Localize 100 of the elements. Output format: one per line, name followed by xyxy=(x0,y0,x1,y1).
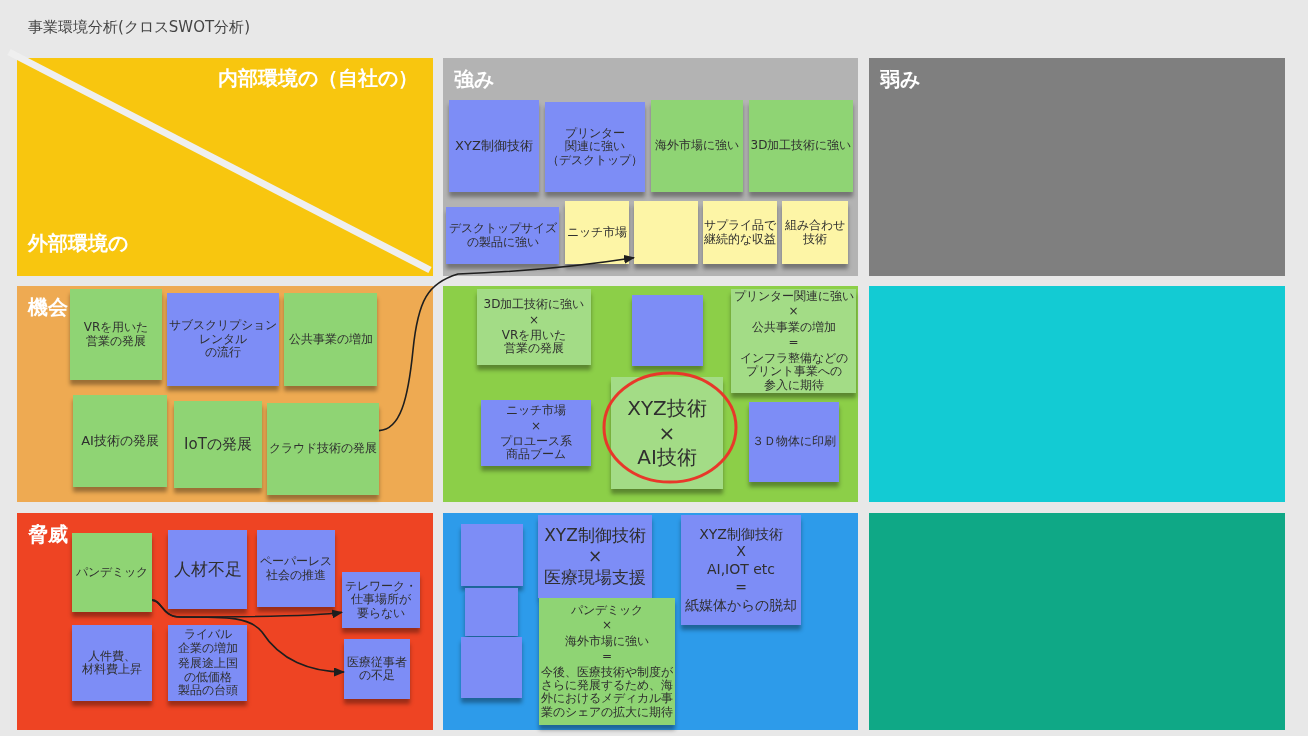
note-text: = xyxy=(735,579,747,596)
quadrant-panel xyxy=(869,513,1285,730)
quadrant-panel xyxy=(17,286,433,502)
note-text: 医療従事者の不足 xyxy=(347,655,407,683)
note-text: パンデミック xyxy=(571,603,643,618)
panel-title: 脅威 xyxy=(28,522,68,547)
note-text: プロユース系商品ブーム xyxy=(500,435,572,462)
sticky-note xyxy=(565,201,629,264)
note-text: X xyxy=(736,544,746,561)
note-text: パンデミック xyxy=(76,565,148,580)
note-text: VRを用いた営業の発展 xyxy=(83,321,149,348)
sticky-note xyxy=(545,102,645,192)
axis-label: 内部環境の（自社の） xyxy=(218,66,418,91)
sticky-note xyxy=(174,401,262,488)
sticky-note xyxy=(477,289,591,365)
sticky-note xyxy=(731,289,856,393)
note-text: 発展途上国の低価格製品の台頭 xyxy=(177,657,238,698)
sticky-note xyxy=(749,100,853,192)
axis-label: 外部環境の xyxy=(28,231,128,256)
sticky-note xyxy=(461,637,522,698)
sticky-note xyxy=(634,201,698,264)
note-text: 今後、医療技術や制度がさらに発展するため、海外におけるメディカル事業のシェアの拡大に期待 xyxy=(540,665,674,720)
note-text: IoTの発展 xyxy=(184,436,252,453)
note-text: サブスクリプションレンタルの流行 xyxy=(169,319,277,360)
sticky-note xyxy=(73,395,167,487)
sticky-note xyxy=(342,572,420,628)
note-text: XYZ技術 xyxy=(627,397,707,420)
quadrant-panel xyxy=(869,58,1285,276)
note-text: プリンター関連に強い（デスクトップ） xyxy=(547,126,643,168)
note-text: = xyxy=(788,336,799,350)
sticky-note xyxy=(703,201,777,264)
note-text: 公共事業の増加 xyxy=(288,332,373,347)
note-text: 海外市場に強い xyxy=(565,634,649,649)
note-text: VRを用いた営業の発展 xyxy=(501,329,567,356)
sticky-note xyxy=(611,377,723,489)
connector-arrow xyxy=(378,254,635,432)
note-text: ペーパーレス社会の推進 xyxy=(260,555,332,582)
note-text: 3D加工技術に強い xyxy=(483,298,585,312)
note-text: プリンター関連に強い xyxy=(733,289,854,304)
note-text: ライバル企業の増加 xyxy=(177,628,238,656)
note-text: × xyxy=(601,619,613,633)
note-text: インフラ整備などのプリント事業への参入に期待 xyxy=(739,351,848,393)
sticky-note xyxy=(70,289,162,380)
sticky-note xyxy=(749,402,839,482)
note-text: ニッチ市場 xyxy=(506,404,566,418)
note-text: ３Ｄ物体に印刷 xyxy=(752,435,836,449)
quadrant-panel xyxy=(869,286,1285,502)
note-text: XYZ制御技術 xyxy=(455,138,533,154)
sticky-note xyxy=(446,207,559,264)
sticky-note xyxy=(449,100,539,192)
sticky-note xyxy=(167,293,279,386)
note-text: 人件費、材料費上昇 xyxy=(82,649,142,677)
note-text: × xyxy=(658,421,676,445)
note-text: 3D加工技術に強い xyxy=(750,139,852,153)
note-text: 紙媒体からの脱却 xyxy=(685,597,797,614)
note-text: クラウド技術の発展 xyxy=(269,442,377,456)
note-text: 公共事業の増加 xyxy=(751,320,836,335)
sticky-note xyxy=(284,293,377,386)
note-text: テレワーク・仕事場所が要らない xyxy=(345,579,417,621)
quadrant-panel xyxy=(443,58,858,276)
sticky-note xyxy=(681,515,801,625)
page-title: 事業環境分析(クロスSWOT分析) xyxy=(28,17,251,38)
note-text: 人材不足 xyxy=(173,560,242,579)
note-text: XYZ制御技術 xyxy=(699,526,783,543)
panel-title: 弱み xyxy=(880,67,920,92)
panel-title: 強み xyxy=(454,67,494,92)
sticky-note xyxy=(257,530,335,607)
note-text: 海外市場に強い xyxy=(655,139,739,153)
sticky-note xyxy=(72,533,152,612)
note-text: サプライ品で継続的な収益 xyxy=(704,219,776,246)
panel-title: 機会 xyxy=(28,295,68,320)
note-text: × xyxy=(587,547,603,566)
quadrant-panel xyxy=(443,286,858,502)
sticky-note xyxy=(539,598,675,725)
sticky-note xyxy=(651,100,743,192)
sticky-note xyxy=(267,403,379,495)
note-text: = xyxy=(601,650,613,664)
note-text: 組み合わせ技術 xyxy=(785,219,845,246)
quadrant-panel xyxy=(443,513,858,730)
note-text: 医療現場支援 xyxy=(544,568,646,588)
connector-arrow xyxy=(151,599,345,677)
quadrant-panel xyxy=(17,513,433,730)
sticky-note xyxy=(481,400,591,466)
note-text: × xyxy=(528,313,540,327)
sticky-note xyxy=(632,295,703,366)
sticky-note xyxy=(344,639,410,699)
sticky-note xyxy=(465,588,518,636)
note-text: × xyxy=(788,305,799,319)
note-text: AI,IOT etc xyxy=(706,562,776,578)
sticky-note xyxy=(782,201,848,264)
sticky-note xyxy=(538,515,652,598)
note-text: × xyxy=(530,419,542,433)
note-text: デスクトップサイズの製品に強い xyxy=(448,222,557,249)
note-text: AI技術 xyxy=(637,446,697,469)
note-text: AI技術の発展 xyxy=(81,433,159,449)
note-text: XYZ制御技術 xyxy=(544,525,646,545)
sticky-note xyxy=(461,524,523,586)
sticky-note xyxy=(168,625,247,701)
sticky-note xyxy=(168,530,247,609)
sticky-note xyxy=(72,625,152,701)
